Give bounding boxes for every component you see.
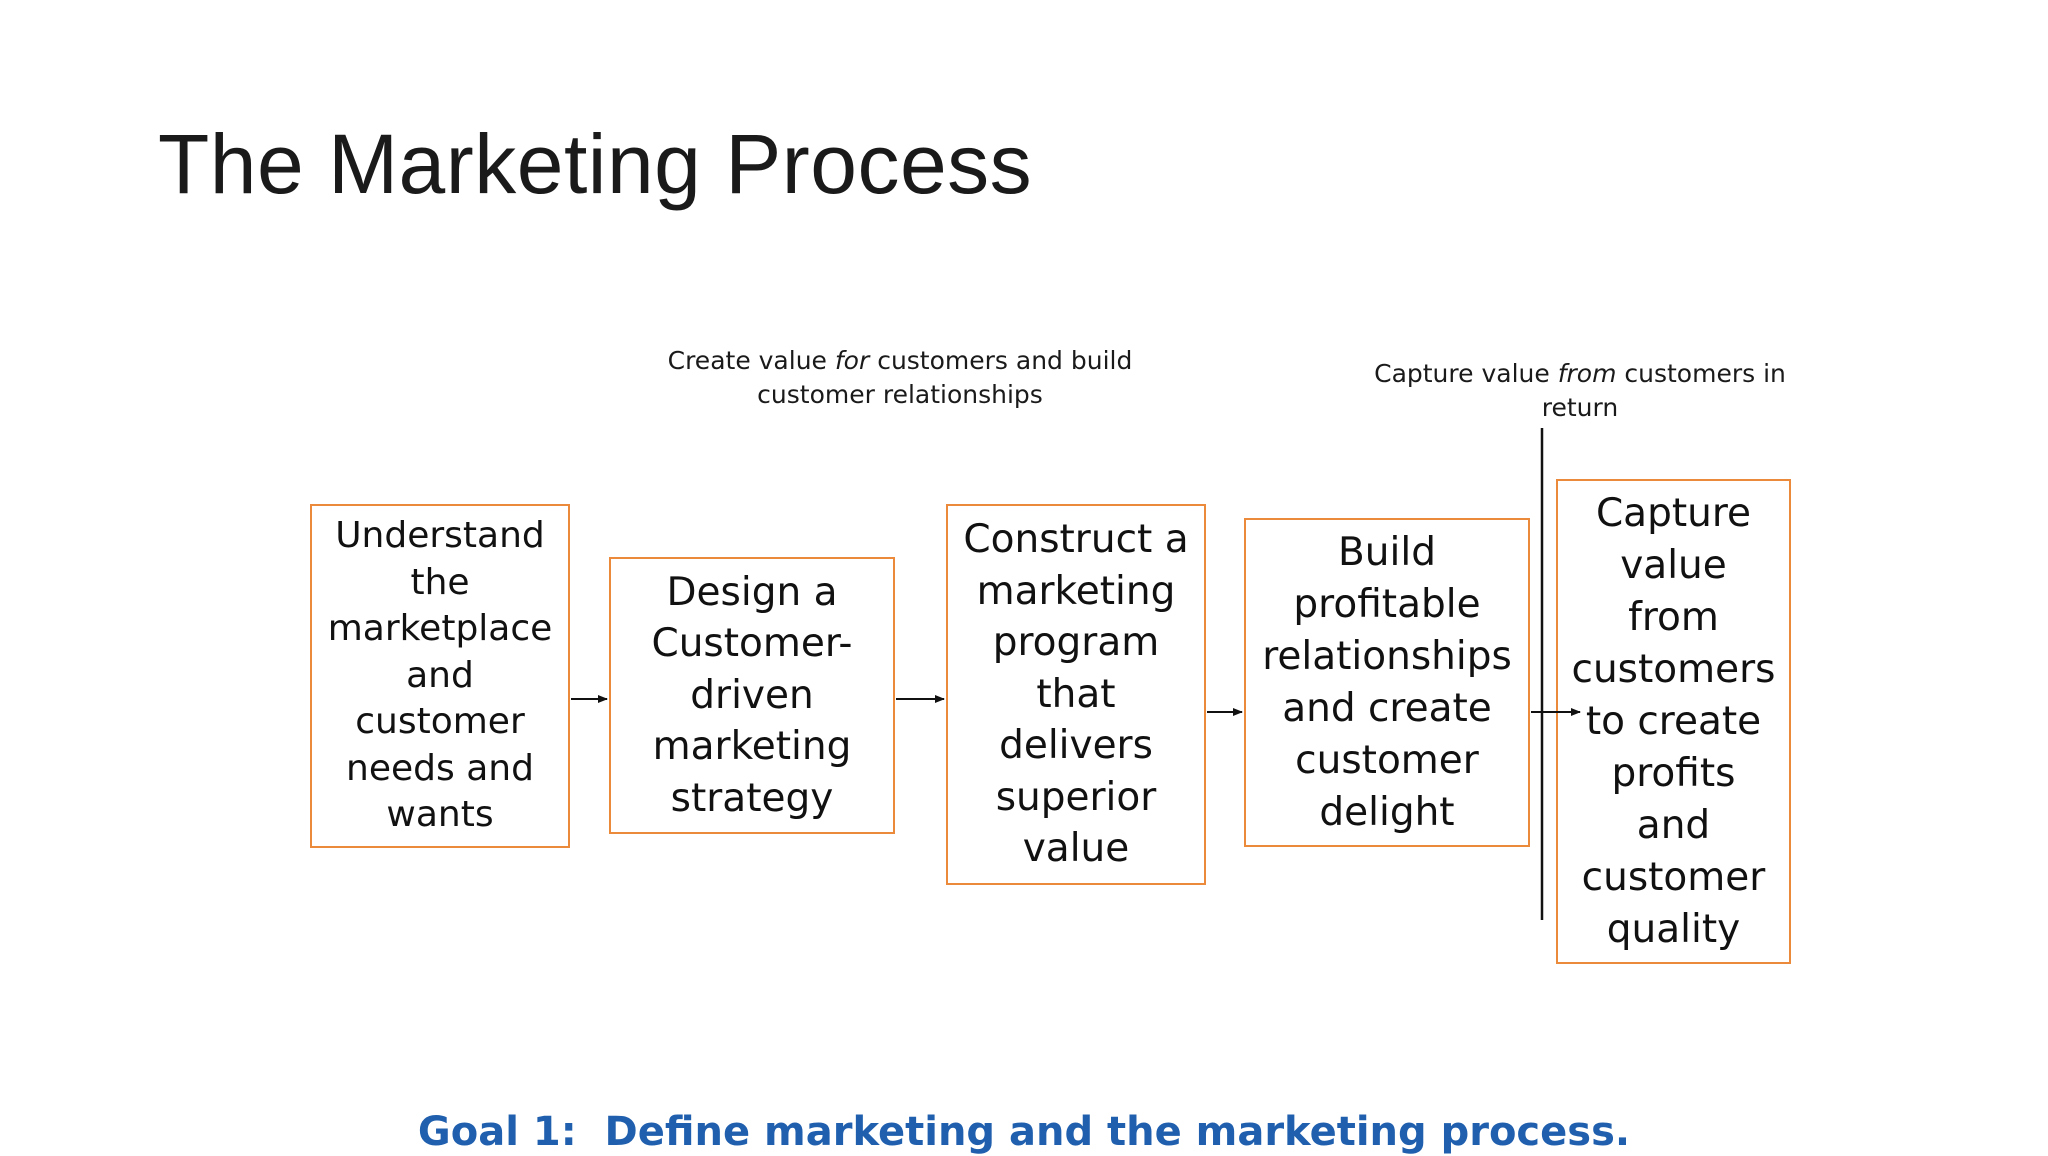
capture-value-caption-emphasis: from [1557, 359, 1617, 388]
process-step-line: the [410, 561, 470, 603]
process-step-construct-program: Construct a marketing program that delivers s… [946, 504, 1206, 885]
create-value-caption-tail: customers and build [869, 346, 1133, 375]
process-step-line: superior [995, 774, 1157, 820]
process-step-line: delight [1319, 789, 1455, 835]
process-step-line: customer [1581, 854, 1766, 900]
process-step-line: to create [1585, 698, 1762, 744]
capture-value-caption-line-2: return [1541, 393, 1619, 422]
create-value-caption-line-1: Create value for customers and build [630, 344, 1170, 378]
capture-value-caption-tail: customers in [1616, 359, 1786, 388]
capture-value-caption-lead: Capture value [1374, 359, 1558, 388]
process-step-line: relationships [1262, 633, 1512, 679]
learning-goal: Goal 1: Define marketing and the marketi… [417, 1109, 1631, 1155]
create-value-caption: Create value for customers and build cus… [630, 344, 1170, 412]
process-step-line: customer [355, 701, 525, 743]
process-step-line: delivers [999, 723, 1153, 769]
create-value-caption-lead: Create value [667, 346, 835, 375]
process-step-line: driven [690, 672, 814, 718]
slide-title: The Marketing Process [158, 117, 1033, 211]
process-step-line: customers [1571, 646, 1776, 692]
process-step-build-relationships: Build profitable relationships and create cu… [1244, 518, 1530, 847]
process-step-line: customer [1295, 737, 1479, 783]
process-step-design-strategy: Design a Customer-driven marketing strategy [609, 557, 895, 834]
process-step-line: and [1636, 802, 1711, 848]
capture-value-caption: Capture value from customers in return [1350, 357, 1810, 425]
process-step-line: marketing [976, 568, 1176, 614]
process-step-line: strategy [670, 775, 834, 821]
process-step-line: program [992, 620, 1160, 666]
process-step-line: value [1620, 542, 1727, 588]
process-step-line: needs and [346, 747, 534, 789]
process-step-line: Customer- [651, 621, 853, 667]
process-step-line: Understand [335, 515, 545, 557]
process-step-label: Build profitable relationships and create cu… [1262, 527, 1512, 839]
process-step-line: Capture [1595, 490, 1752, 536]
process-step-line: and create [1282, 685, 1492, 731]
process-step-line: profits [1611, 750, 1736, 796]
process-step-label: Construct a marketing program that delivers s… [963, 514, 1188, 875]
process-step-line: Construct a [963, 517, 1189, 563]
process-step-label: Design a Customer-driven marketing strategy [651, 567, 852, 825]
create-value-caption-emphasis: for [834, 346, 870, 375]
process-step-line: from [1628, 594, 1719, 640]
capture-value-caption-line-1: Capture value from customers in [1350, 357, 1810, 391]
process-step-line: quality [1606, 906, 1741, 952]
process-step-line: Build [1338, 529, 1436, 575]
process-step-line: marketing [652, 724, 852, 770]
process-step-line: value [1022, 826, 1130, 872]
create-value-caption-line-2: customer relationships [757, 380, 1043, 409]
process-step-line: and [406, 654, 474, 696]
process-step-line: Design a [666, 569, 838, 615]
process-step-line: that [1036, 671, 1116, 717]
process-step-line: marketplace [327, 608, 553, 650]
process-step-capture-value: Capture value from customers to create profit… [1556, 479, 1791, 964]
process-step-line: wants [386, 794, 494, 836]
process-step-line: profitable [1293, 581, 1481, 627]
process-step-label: Capture value from customers to create profit… [1572, 488, 1776, 956]
